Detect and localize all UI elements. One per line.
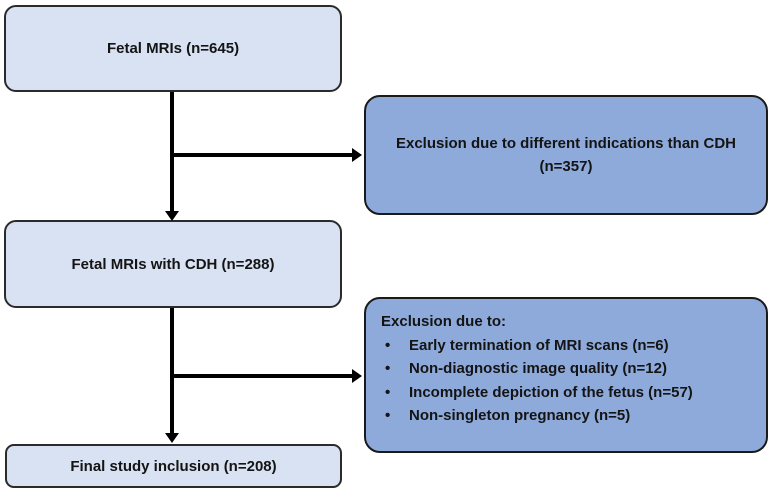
list-item: • Non-singleton pregnancy (n=5) <box>381 404 756 428</box>
list-item-text: Non-diagnostic image quality (n=12) <box>409 360 667 377</box>
flow-box-fetal-mris-cdh: Fetal MRIs with CDH (n=288) <box>4 220 342 308</box>
arrow-right-icon <box>352 369 362 383</box>
list-item: • Early termination of MRI scans (n=6) <box>381 334 756 358</box>
list-item: • Non-diagnostic image quality (n=12) <box>381 357 756 381</box>
list-item-text: Non-singleton pregnancy (n=5) <box>409 407 631 424</box>
flow-box-exclusion-indications: Exclusion due to different indications t… <box>364 95 768 215</box>
flow-box-final-inclusion: Final study inclusion (n=208) <box>5 444 342 488</box>
list-item: • Incomplete depiction of the fetus (n=5… <box>381 381 756 405</box>
flow-box-fetal-mris: Fetal MRIs (n=645) <box>4 5 342 92</box>
exclusion-line-2: (n=357) <box>539 158 593 175</box>
flow-box-label: Fetal MRIs (n=645) <box>106 40 240 57</box>
connector-line-to-exclusion2 <box>172 374 353 378</box>
arrow-right-icon <box>352 148 362 162</box>
bullet-icon: • <box>385 383 391 401</box>
bullet-icon: • <box>385 336 391 354</box>
flow-box-exclusion-list: Exclusion due to: • Early termination of… <box>364 297 768 453</box>
exclusion-list-title: Exclusion due to: <box>381 313 507 330</box>
exclusion-line-1: Exclusion due to different indications t… <box>395 135 737 152</box>
flow-box-label: Final study inclusion (n=208) <box>70 457 277 475</box>
arrow-down-icon <box>165 211 179 221</box>
list-item-text: Incomplete depiction of the fetus (n=57) <box>409 383 693 401</box>
flow-box-label: Fetal MRIs with CDH (n=288) <box>71 255 275 273</box>
list-item-text: Early termination of MRI scans (n=6) <box>409 336 669 354</box>
connector-line-box2-box3 <box>170 308 174 435</box>
bullet-icon: • <box>385 360 391 377</box>
bullet-icon: • <box>385 407 391 424</box>
connector-line-to-exclusion1 <box>172 153 353 157</box>
connector-line-box1-box2 <box>170 92 174 213</box>
arrow-down-icon <box>165 433 179 443</box>
